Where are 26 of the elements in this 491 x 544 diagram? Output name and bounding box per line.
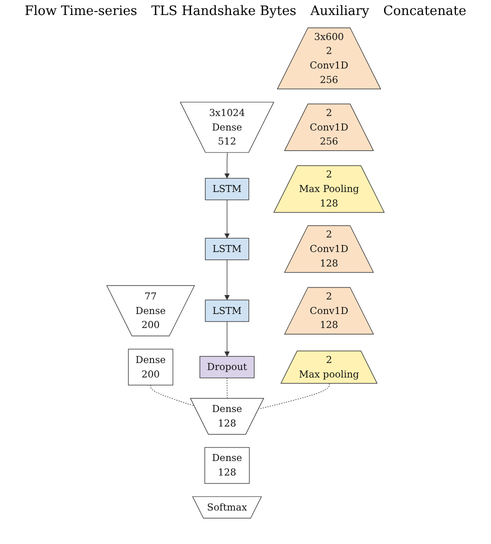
layer-block: Dense 128 xyxy=(190,398,264,435)
layer-block: 3x600 2 Conv1D 256 xyxy=(276,28,382,90)
layer-block: Dense 128 xyxy=(204,447,250,484)
layer-block: 3x1024 Dense 512 xyxy=(180,102,274,153)
arrow xyxy=(224,260,230,300)
heading-label: TLS Handshake Bytes xyxy=(151,4,296,19)
layer-block: Dropout xyxy=(200,356,255,378)
layer-block: 77 Dense 200 xyxy=(106,285,195,336)
arrow xyxy=(224,152,230,179)
arrow xyxy=(224,321,230,357)
layer-block: LSTM xyxy=(204,300,250,322)
arrow xyxy=(224,200,230,238)
layer-block: 2 Conv1D 128 xyxy=(284,225,374,273)
connector xyxy=(258,383,330,410)
connector xyxy=(226,378,228,399)
layer-block: 2 Conv1D 128 xyxy=(284,287,374,334)
heading-label: Concatenate xyxy=(383,4,466,19)
layer-block: Softmax xyxy=(192,496,262,518)
layer-block: LSTM xyxy=(204,238,250,260)
heading-label: Flow Time-series xyxy=(24,4,138,19)
layer-block: LSTM xyxy=(204,178,250,200)
layer-block: 2 Max pooling xyxy=(280,350,378,384)
layer-block: 2 Max Pooling 128 xyxy=(273,165,385,213)
layer-block: 2 Conv1D 256 xyxy=(284,104,374,151)
connector xyxy=(150,384,195,406)
layer-block: Dense 200 xyxy=(128,348,174,386)
